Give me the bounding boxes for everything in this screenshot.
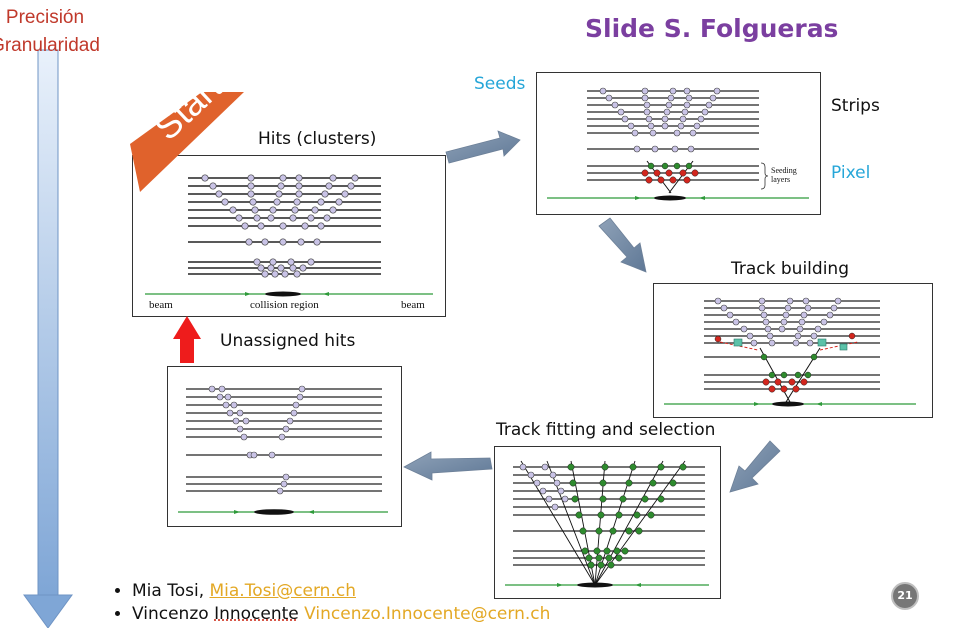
arrow-unassigned-to-hits [173,316,201,363]
author-item: Vincenzo Innocente Vincenzo.Innocente@ce… [132,603,550,626]
seeds-detector-drawing [547,87,809,201]
collision-region-label: collision region [250,299,319,311]
strips-label: Strips [831,96,880,116]
seeds-label: Seeds [474,74,526,94]
arrow-hits-to-seeds [445,130,521,164]
precision-axis-arrow [23,49,73,628]
page-number-badge: 21 [891,582,919,610]
arrow-seeds-to-track-building [598,217,647,273]
author-name-first: Vincenzo [132,604,215,624]
track-fitting-drawing [505,460,709,588]
track-building-panel [653,283,933,418]
pixel-label: Pixel [831,163,871,183]
hits-label: Hits (clusters) [258,129,377,149]
hits-detector-drawing [145,174,433,297]
seeds-panel: Seeding layers [536,72,821,215]
slide-credit-title: Slide S. Folgueras [585,14,839,43]
author-item: Mia Tosi, Mia.Tosi@cern.ch [132,580,550,603]
track-fitting-panel [494,446,721,599]
track-building-label: Track building [731,259,849,279]
unassigned-hits-drawing [178,385,388,515]
unassigned-hits-label: Unassigned hits [220,331,356,351]
unassigned-hits-panel [167,366,402,527]
start-badge [130,92,244,192]
authors-list: Mia Tosi, Mia.Tosi@cern.ch Vincenzo Inno… [112,580,550,626]
precision-label: Precisión [5,7,85,28]
beam-right-label: beam [401,299,425,311]
arrow-track-building-to-fitting [729,440,781,493]
seeding-layers-label-1: Seeding [771,166,797,175]
hits-panel: beam collision region beam [132,155,446,317]
seeding-layers-label-2: layers [771,175,791,184]
author-email-link[interactable]: Mia.Tosi@cern.ch [209,581,356,601]
author-name-last: Innocente [214,604,299,624]
granularity-label: Granularidad [0,35,100,56]
track-building-drawing [664,297,916,407]
track-fitting-label: Track fitting and selection [496,420,716,440]
author-name: Mia Tosi, [132,581,205,601]
arrow-fitting-to-unassigned [403,451,493,481]
beam-left-label: beam [149,299,173,311]
author-email[interactable]: Vincenzo.Innocente@cern.ch [304,604,551,624]
